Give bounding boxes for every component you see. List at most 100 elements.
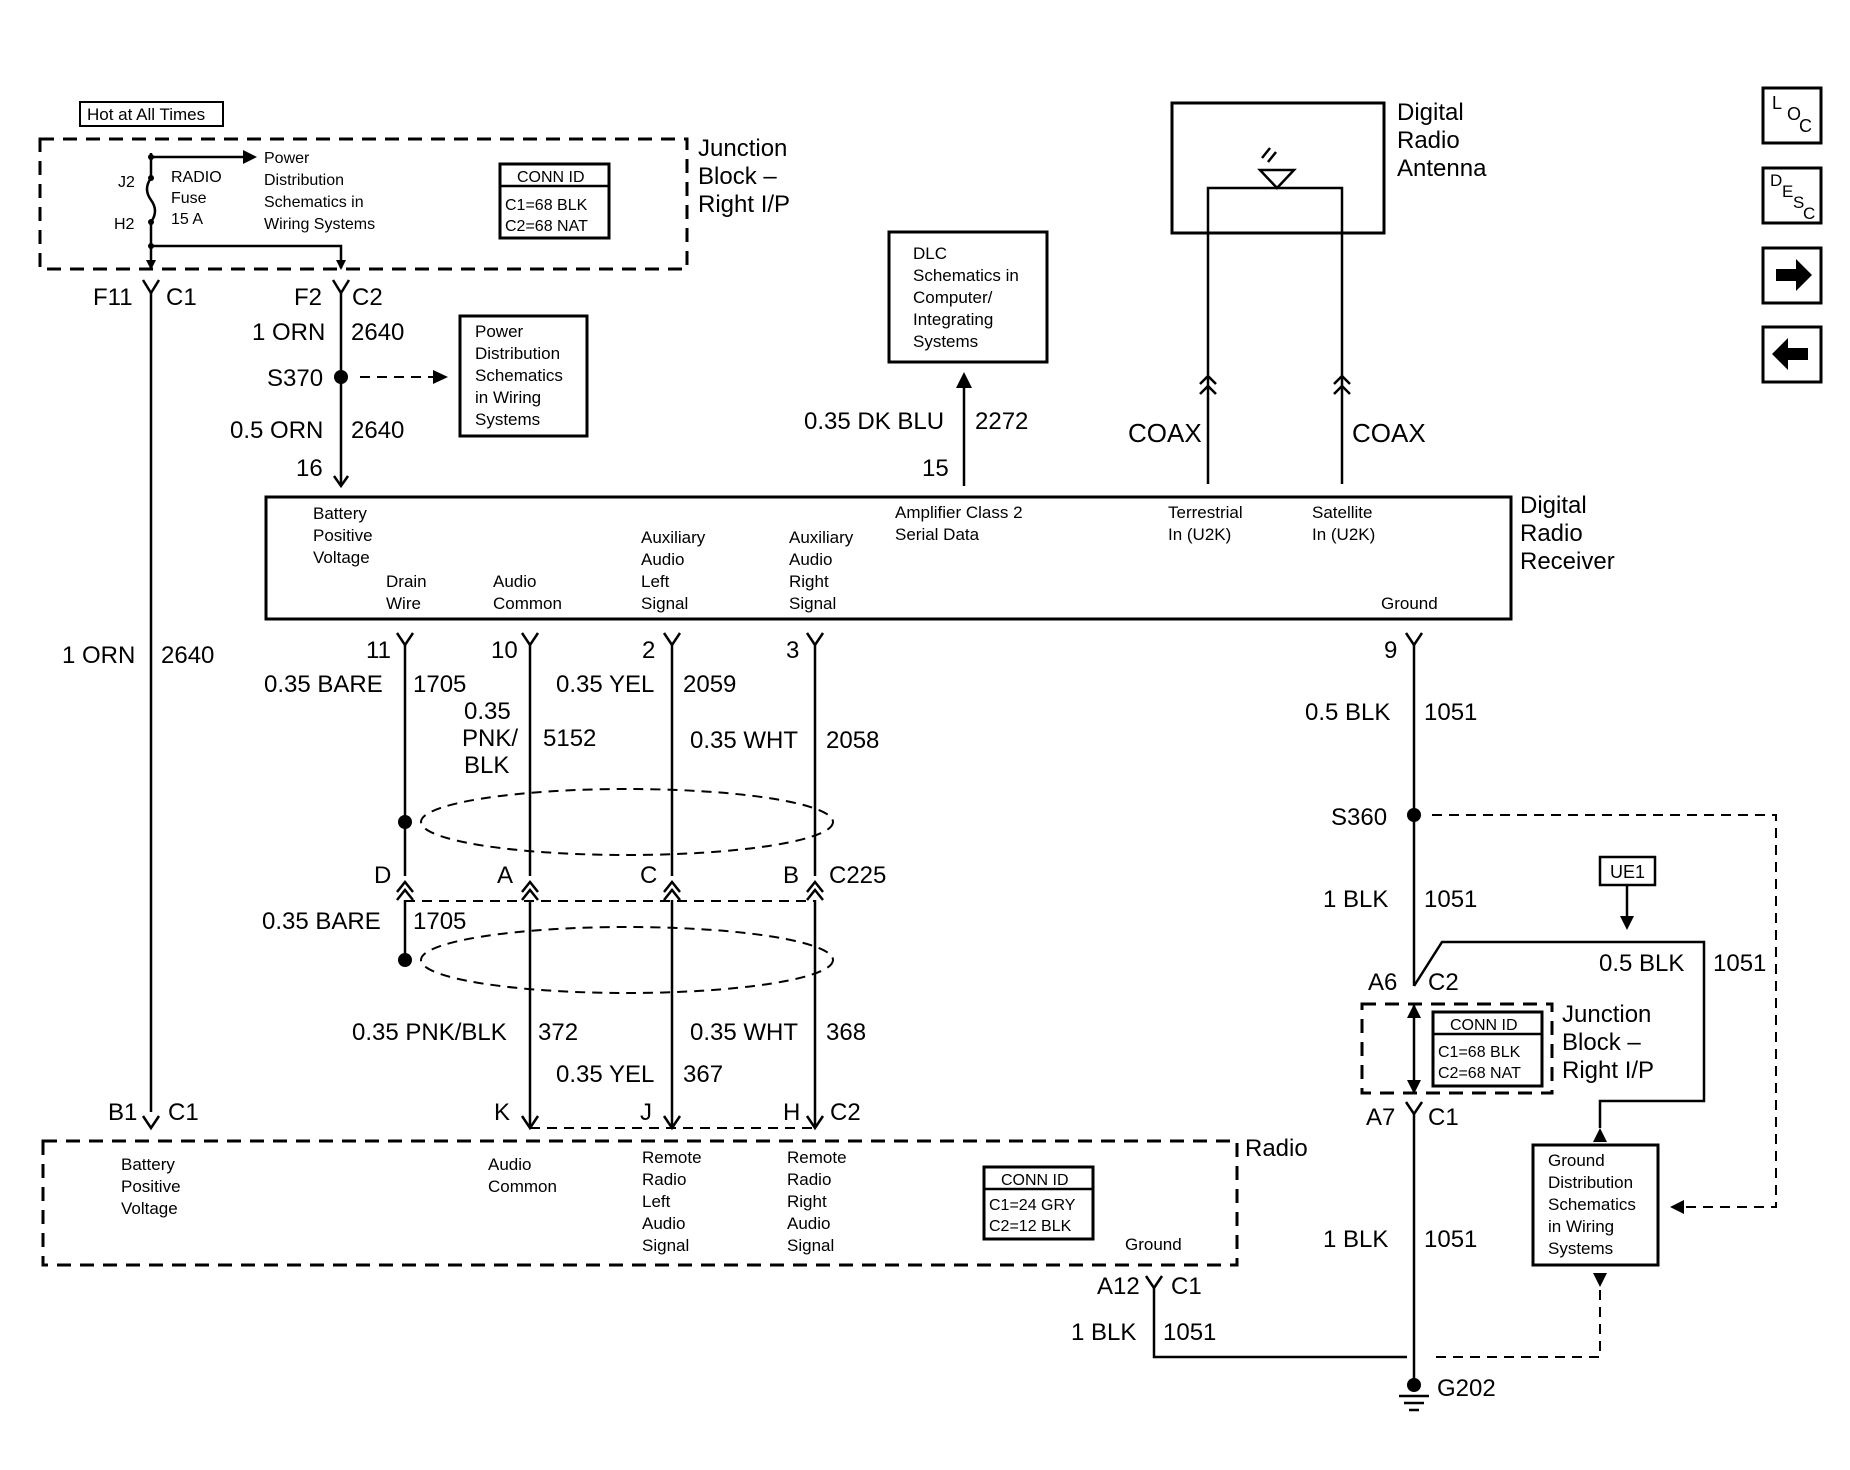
receiver-amp-line1: Amplifier Class 2 <box>895 503 1023 522</box>
receiver-aux-left-line3: Left <box>641 572 670 591</box>
arrow-right-icon[interactable] <box>1761 246 1823 305</box>
wire-1705-lower-circuit: 1705 <box>413 908 466 935</box>
pin-f2: F2 <box>294 284 322 311</box>
radio-conn-id-title: CONN ID <box>1001 1172 1069 1189</box>
radio-battery-line1: Battery <box>121 1155 175 1174</box>
receiver-satellite-line2: In (U2K) <box>1312 525 1375 544</box>
receiver-aux-left-line2: Audio <box>641 550 684 569</box>
wire-1051-e-circuit: 1051 <box>1163 1319 1216 1346</box>
radio-conn-id-box <box>982 1165 1095 1241</box>
wire-2640-lower-gauge: 0.5 ORN <box>230 417 323 444</box>
power-distribution-arrow-icon <box>243 150 257 164</box>
wire-2640-long-circuit: 2640 <box>161 642 214 669</box>
pd-mid-line3: Schematics <box>475 366 563 385</box>
receiver-pin-11: 11 <box>366 637 391 664</box>
wire-1051-e-gauge: 1 BLK <box>1071 1319 1136 1346</box>
receiver-pin-9: 9 <box>1384 637 1397 664</box>
receiver-name-line1: Digital <box>1520 492 1587 519</box>
splice-s370: S370 <box>267 365 323 392</box>
radio-fuse-icon <box>145 177 157 223</box>
wire-2059-gauge: 0.35 YEL <box>556 671 654 698</box>
loc-icon[interactable]: L O C <box>1761 86 1823 145</box>
receiver-drain-line1: Drain <box>386 572 427 591</box>
wire-372-gauge: 0.35 PNK/BLK <box>352 1019 507 1046</box>
wire-1705-upper-gauge: 0.35 BARE <box>264 671 383 698</box>
pd-mid-line2: Distribution <box>475 344 560 363</box>
desc-icon[interactable]: D E S C <box>1761 166 1823 225</box>
wire-2640-lower-circuit: 2640 <box>351 417 404 444</box>
wire-1051-c-gauge: 0.5 BLK <box>1599 950 1684 977</box>
radio-battery-line2: Positive <box>121 1177 181 1196</box>
top-conn-id-title: CONN ID <box>517 169 585 186</box>
receiver-terrestrial-line2: In (U2K) <box>1168 525 1231 544</box>
receiver-drain-line2: Wire <box>386 594 421 613</box>
antenna-name-line3: Antenna <box>1397 155 1487 182</box>
hot-at-all-times-box <box>79 101 224 127</box>
power-distribution-box-mid <box>458 314 589 438</box>
receiver-pin-15: 15 <box>922 455 949 482</box>
dlc-line1: DLC <box>913 244 947 263</box>
wire-1051-a-circuit: 1051 <box>1424 699 1477 726</box>
receiver-aux-left-line4: Signal <box>641 594 688 613</box>
mid-pin-a7: A7 <box>1366 1104 1395 1131</box>
receiver-audio-common-line1: Audio <box>493 572 536 591</box>
receiver-amp-line2: Serial Data <box>895 525 980 544</box>
radio-pin-c1: C1 <box>168 1099 199 1126</box>
wire-1705-lower-gauge: 0.35 BARE <box>262 908 381 935</box>
svg-text:O: O <box>1787 104 1801 124</box>
mid-conn-id-title: CONN ID <box>1450 1017 1518 1034</box>
wire-1051-d-circuit: 1051 <box>1424 1226 1477 1253</box>
ground-g202-dot <box>1407 1378 1421 1392</box>
top-junction-name-line1: Junction <box>698 135 787 162</box>
pin-f11: F11 <box>93 284 133 311</box>
splice-s360: S360 <box>1331 804 1387 831</box>
wire-5152-gauge-line1: 0.35 <box>464 698 511 725</box>
svg-text:C: C <box>1799 116 1812 136</box>
radio-pin-h: H <box>783 1099 800 1126</box>
pd-mid-line5: Systems <box>475 410 540 429</box>
wire-1051-c-circuit: 1051 <box>1713 950 1766 977</box>
receiver-audio-common-line2: Common <box>493 594 562 613</box>
svg-text:S: S <box>1793 193 1804 212</box>
svg-text:E: E <box>1782 182 1793 201</box>
radio-remote-right-line5: Signal <box>787 1236 834 1255</box>
ground-dist-line3: Schematics <box>1548 1195 1636 1214</box>
c225-pin-c: C <box>640 862 657 889</box>
radio-remote-left-line1: Remote <box>642 1148 702 1167</box>
top-pd-line4: Wiring Systems <box>264 216 375 233</box>
ue1-box <box>1598 855 1657 887</box>
top-pd-line2: Distribution <box>264 172 344 189</box>
radio-conn-id-c2: C2=12 BLK <box>989 1218 1072 1235</box>
mid-conn-id-box <box>1431 1010 1544 1088</box>
antenna-name-line2: Radio <box>1397 127 1460 154</box>
radio-remote-left-line2: Radio <box>642 1170 686 1189</box>
wire-5152-gauge-line3: BLK <box>464 752 509 779</box>
c225-pin-a: A <box>497 862 513 889</box>
dlc-line5: Systems <box>913 332 978 351</box>
pd-mid-line4: in Wiring <box>475 388 541 407</box>
mid-conn-id-c1: C1=68 BLK <box>1438 1044 1521 1061</box>
receiver-aux-right-line3: Right <box>789 572 829 591</box>
fuse-rating: 15 A <box>171 211 203 228</box>
wire-2059-circuit: 2059 <box>683 671 736 698</box>
radio-pin-a12-c1: C1 <box>1171 1273 1202 1300</box>
wire-5152-gauge-line2: PNK/ <box>462 725 518 752</box>
top-pd-line1: Power <box>264 150 310 167</box>
mid-junction-name-line3: Right I/P <box>1562 1057 1654 1084</box>
fuse-pin-j2: J2 <box>118 174 135 191</box>
wire-1051-b-gauge: 1 BLK <box>1323 886 1388 913</box>
svg-text:L: L <box>1772 93 1782 113</box>
mid-pin-c1: C1 <box>1428 1104 1459 1131</box>
arrow-left-icon[interactable] <box>1761 325 1823 384</box>
wire-2640-upper-gauge: 1 ORN <box>252 319 325 346</box>
top-junction-name-line3: Right I/P <box>698 191 790 218</box>
radio-audio-common-line1: Audio <box>488 1155 531 1174</box>
coax-right-label: COAX <box>1352 418 1426 448</box>
wire-5152-circuit: 5152 <box>543 725 596 752</box>
pin-c2-top: C2 <box>352 284 383 311</box>
wire-1051-c <box>1412 940 1706 1128</box>
receiver-battery-line3: Voltage <box>313 548 370 567</box>
receiver-aux-left-line1: Auxiliary <box>641 528 706 547</box>
ground-g202: G202 <box>1437 1375 1496 1402</box>
